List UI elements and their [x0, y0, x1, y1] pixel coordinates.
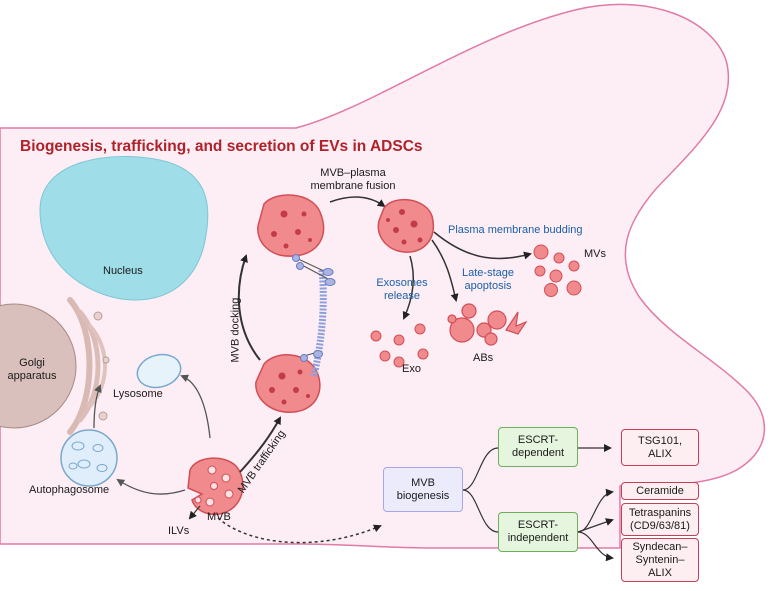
escrt-independent-line1: ESCRT-	[517, 519, 559, 531]
lysosome-label: Lysosome	[113, 388, 163, 400]
syndecan-line1: Syndecan–	[632, 540, 688, 553]
nucleus-label: Nucleus	[103, 265, 143, 277]
golgi-label: Golgi apparatus	[4, 357, 60, 383]
diagram-title: Biogenesis, trafficking, and secretion o…	[20, 138, 423, 155]
tetraspanins-line1: Tetraspanins	[628, 506, 692, 519]
autophagosome-label: Autophagosome	[29, 484, 110, 496]
tsg101-line2: ALIX	[648, 447, 672, 460]
mvb-shape	[187, 457, 244, 516]
apoptosis-label-line2: apoptosis	[464, 280, 512, 292]
apoptotic-bodies	[447, 303, 528, 346]
lysosome-shape	[136, 353, 182, 389]
fusion-label-line1: MVB–plasma	[320, 167, 386, 179]
escrt-dependent-line2: dependent	[512, 447, 564, 459]
tetraspanins-box: Tetraspanins (CD9/63/81)	[621, 503, 699, 536]
fusion-mvb	[377, 198, 435, 253]
exosomes-release-label: Exosomes release	[374, 277, 430, 303]
mvb-label: MVB	[207, 511, 231, 523]
apoptosis-label: Late-stage apoptosis	[458, 267, 518, 293]
exosomes-release-line1: Exosomes	[376, 277, 428, 289]
mvb-docking-label: MVB docking	[229, 297, 242, 363]
mvs-label: MVs	[584, 248, 606, 260]
ceramide-box: Ceramide	[621, 482, 699, 500]
docking-mvb-upper	[257, 194, 325, 257]
ceramide-label: Ceramide	[636, 484, 684, 497]
fusion-label-line2: membrane fusion	[310, 180, 396, 192]
apoptosis-label-line1: Late-stage	[462, 267, 514, 279]
escrt-independent-box: ESCRT- independent	[498, 512, 578, 552]
mvb-biogenesis-line1: MVB	[411, 476, 435, 489]
exosomes-release-line2: release	[383, 290, 421, 302]
syndecan-line3: ALIX	[648, 566, 672, 579]
syndecan-box: Syndecan– Syntenin– ALIX	[621, 538, 699, 582]
tetraspanins-line2: (CD9/63/81)	[630, 519, 690, 532]
escrt-independent-line2: independent	[507, 532, 569, 544]
tsg101-line1: TSG101,	[637, 434, 683, 447]
escrt-dependent-box: ESCRT- dependent	[498, 427, 578, 467]
microvesicles	[533, 244, 582, 297]
escrt-dependent-line1: ESCRT-	[517, 434, 559, 446]
mvb-biogenesis-line2: biogenesis	[396, 489, 450, 502]
nucleus-shape	[39, 156, 209, 301]
fusion-label: MVB–plasma membrane fusion	[298, 167, 408, 193]
docking-machinery	[292, 254, 336, 377]
autophagosome-shape	[60, 429, 118, 487]
tsg101-alix-box: TSG101, ALIX	[621, 429, 699, 466]
golgi-label-line2: apparatus	[7, 370, 57, 382]
golgi-label-line1: Golgi	[19, 357, 45, 369]
mvb-biogenesis-box: MVB biogenesis	[383, 467, 463, 512]
budding-label: Plasma membrane budding	[448, 224, 583, 236]
abs-label: ABs	[473, 352, 494, 364]
ilvs-label: ILVs	[168, 525, 190, 537]
syndecan-line2: Syntenin–	[635, 553, 685, 566]
exo-label: Exo	[402, 363, 421, 375]
golgi-apparatus	[0, 297, 110, 435]
pathway-connectors	[462, 444, 614, 562]
docking-mvb-lower	[255, 354, 321, 413]
exosome-vesicles	[370, 323, 429, 368]
